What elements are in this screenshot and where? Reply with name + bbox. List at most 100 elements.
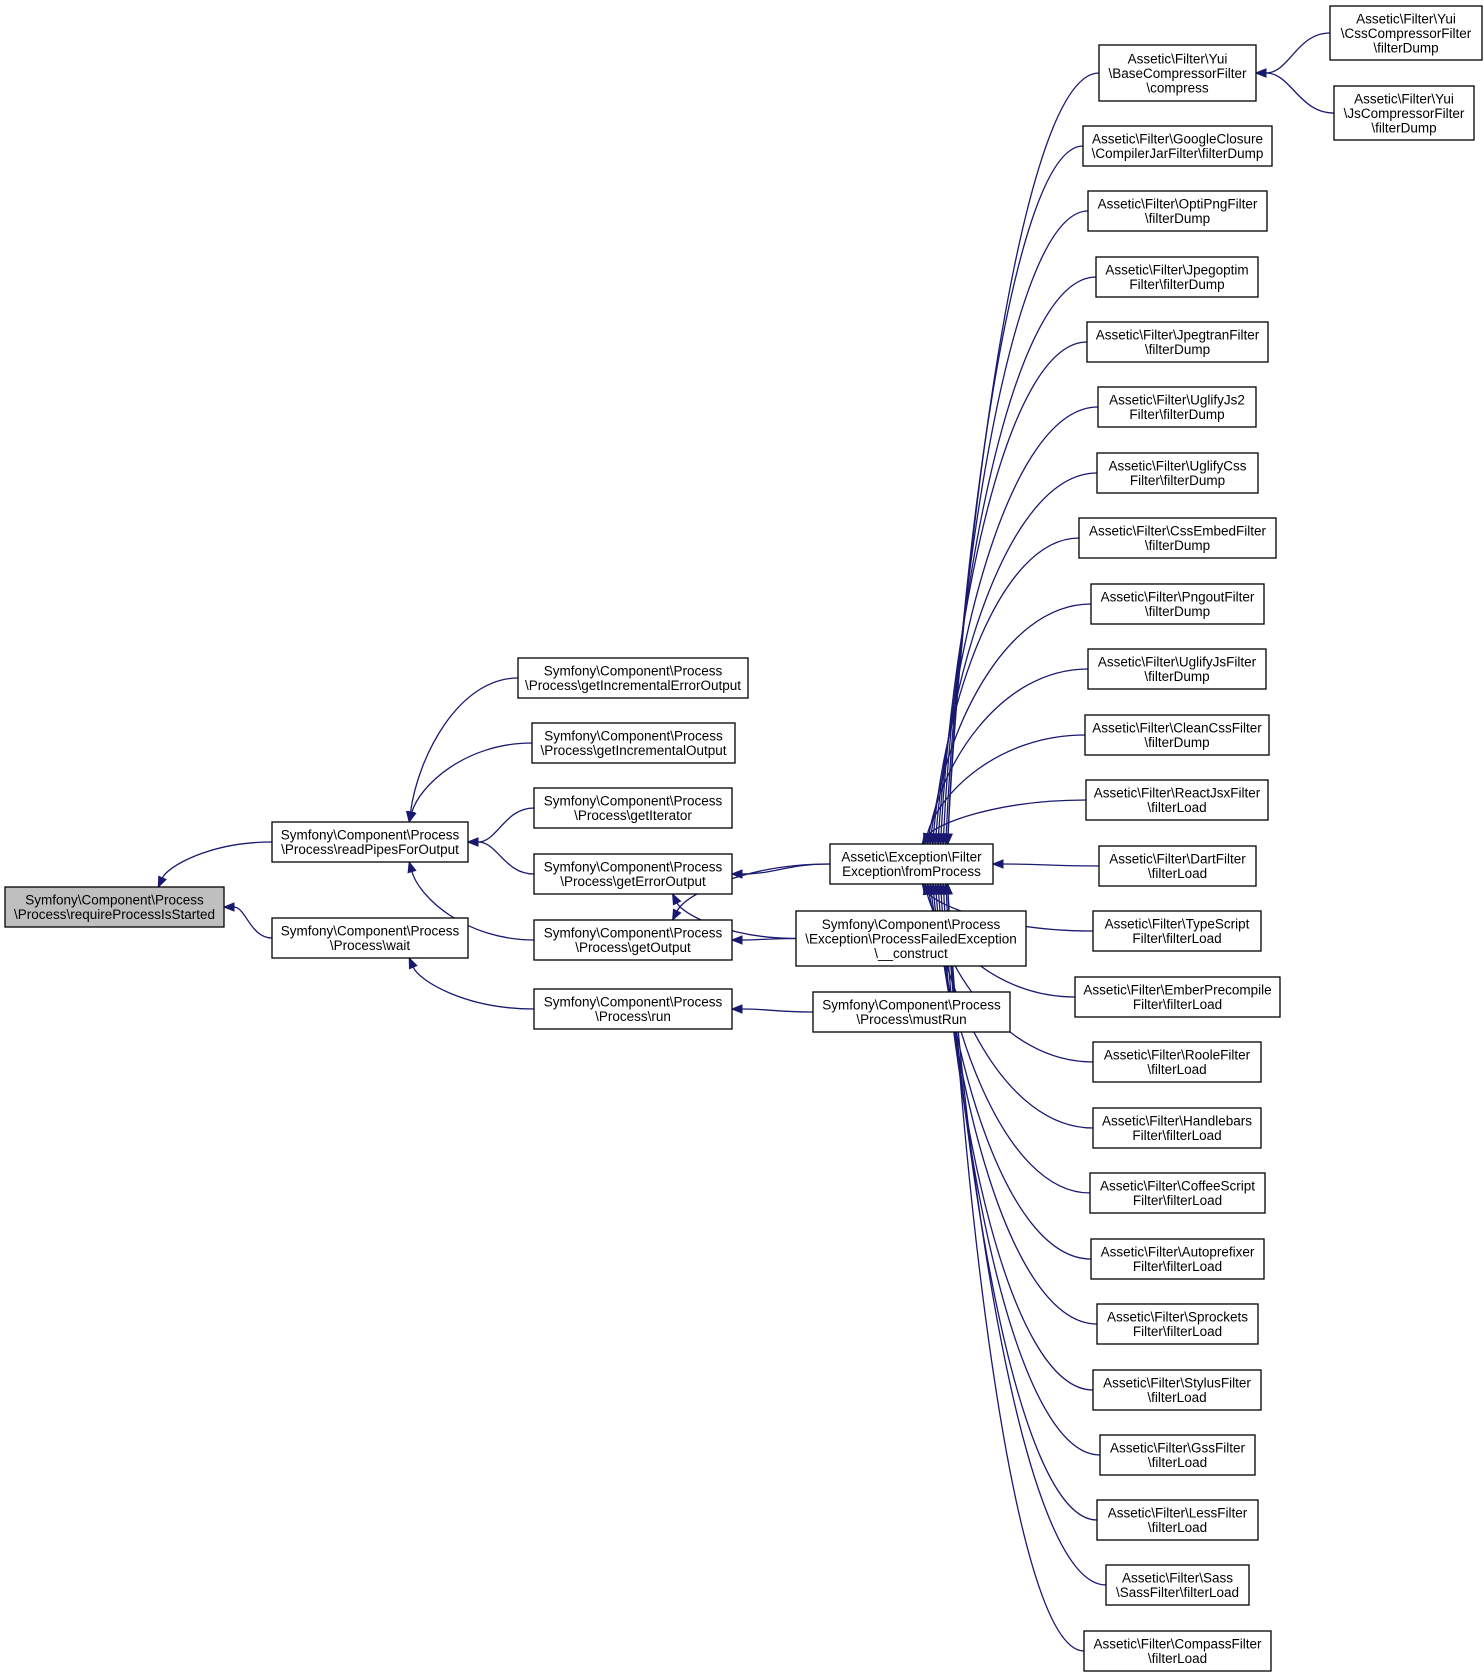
node-label: \__construct xyxy=(874,946,948,961)
node-label: \filterLoad xyxy=(1148,866,1207,881)
node-box xyxy=(1087,190,1268,232)
node-box xyxy=(1098,44,1257,102)
node-label: \Process\mustRun xyxy=(856,1012,966,1027)
node-box xyxy=(1333,85,1475,141)
node-label: \Process\getIterator xyxy=(574,808,692,823)
node-label: Assetic\Filter\Yui xyxy=(1356,11,1456,26)
edge-arrowhead xyxy=(408,956,418,970)
node-roole[interactable]: Assetic\Filter\RooleFilter\filterLoad xyxy=(1092,1041,1262,1083)
node-readPipesForOutput[interactable]: Symfony\Component\Process\Process\readPi… xyxy=(271,821,469,863)
node-box xyxy=(1090,1238,1265,1280)
node-coffeeScript[interactable]: Assetic\Filter\CoffeeScriptFilter\filter… xyxy=(1089,1172,1266,1214)
node-label: Assetic\Filter\CleanCssFilter xyxy=(1092,721,1262,736)
edge-arrowhead xyxy=(921,832,932,846)
node-googleClosure[interactable]: Assetic\Filter\GoogleClosure\CompilerJar… xyxy=(1082,125,1273,167)
node-label: Assetic\Filter\CompassFilter xyxy=(1093,1637,1262,1652)
node-mustRun[interactable]: Symfony\Component\Process\Process\mustRu… xyxy=(812,991,1011,1033)
node-label: Filter\filterLoad xyxy=(1133,1193,1222,1208)
node-label: Assetic\Filter\GoogleClosure xyxy=(1092,132,1263,147)
node-baseCompress[interactable]: Assetic\Filter\Yui\BaseCompressorFilter\… xyxy=(1098,44,1257,102)
node-getOutput[interactable]: Symfony\Component\Process\Process\getOut… xyxy=(533,919,733,961)
node-box xyxy=(795,910,1027,967)
edge-getOutput-to-readPipesForOutput xyxy=(411,871,535,941)
node-fromProcess[interactable]: Assetic\Exception\FilterException\fromPr… xyxy=(829,843,994,885)
node-label: Assetic\Filter\CssEmbedFilter xyxy=(1089,524,1267,539)
node-label: \filterDump xyxy=(1145,211,1210,226)
edge-readPipesForOutput-to-requireProcessIsStarted xyxy=(161,841,273,879)
node-requireProcessIsStarted[interactable]: Symfony\Component\Process\Process\requir… xyxy=(4,886,225,928)
node-label: Assetic\Exception\Filter xyxy=(841,850,982,865)
edge-googleClosure-to-fromProcess xyxy=(947,145,1084,835)
node-uglifyJs[interactable]: Assetic\Filter\UglifyJsFilter\filterDump xyxy=(1087,648,1267,690)
node-sass[interactable]: Assetic\Filter\Sass\SassFilter\filterLoa… xyxy=(1105,1564,1250,1606)
node-label: \compress xyxy=(1146,80,1209,95)
node-label: Symfony\Component\Process xyxy=(544,729,723,744)
edge-jpegoptim-to-fromProcess xyxy=(942,276,1097,835)
node-box xyxy=(1098,845,1257,887)
edge-arrowhead xyxy=(1254,68,1267,78)
edge-dart-to-fromProcess xyxy=(1002,863,1100,867)
node-cleanCss[interactable]: Assetic\Filter\CleanCssFilter\filterDump xyxy=(1084,714,1270,756)
edge-arrowhead xyxy=(671,908,682,922)
node-label: Filter\filterLoad xyxy=(1132,931,1221,946)
node-sprockets[interactable]: Assetic\Filter\SprocketsFilter\filterLoa… xyxy=(1096,1303,1259,1345)
node-box xyxy=(1078,517,1277,559)
node-run[interactable]: Symfony\Component\Process\Process\run xyxy=(533,988,733,1030)
node-label: \BaseCompressorFilter xyxy=(1108,66,1247,81)
edge-reactJsx-to-fromProcess xyxy=(927,799,1087,837)
node-box xyxy=(4,886,225,928)
edge-cleanCss-to-fromProcess xyxy=(926,734,1086,835)
node-emberPrecompile[interactable]: Assetic\Filter\EmberPrecompileFilter\fil… xyxy=(1074,976,1281,1018)
node-jpegtran[interactable]: Assetic\Filter\JpegtranFilter\filterDump xyxy=(1086,321,1269,363)
node-less[interactable]: Assetic\Filter\LessFilter\filterLoad xyxy=(1096,1499,1259,1541)
node-gss[interactable]: Assetic\Filter\GssFilter\filterLoad xyxy=(1099,1434,1256,1476)
node-box xyxy=(533,988,733,1030)
node-stylus[interactable]: Assetic\Filter\StylusFilter\filterLoad xyxy=(1092,1369,1262,1411)
edge-wait-to-requireProcessIsStarted xyxy=(233,906,273,939)
node-box xyxy=(1092,1369,1262,1411)
edge-getIncrementalOutput-to-readPipesForOutput xyxy=(411,742,533,813)
node-box xyxy=(1085,779,1269,821)
edge-uglifyCss-to-fromProcess xyxy=(935,472,1098,835)
node-optiPng[interactable]: Assetic\Filter\OptiPngFilter\filterDump xyxy=(1087,190,1268,232)
node-getIterator[interactable]: Symfony\Component\Process\Process\getIte… xyxy=(533,787,733,829)
node-label: Symfony\Component\Process xyxy=(544,926,723,941)
edge-arrowhead xyxy=(407,860,417,874)
node-dart[interactable]: Assetic\Filter\DartFilter\filterLoad xyxy=(1098,845,1257,887)
node-cssCompressor[interactable]: Assetic\Filter\Yui\CssCompressorFilter\f… xyxy=(1329,5,1483,61)
node-reactJsx[interactable]: Assetic\Filter\ReactJsxFilter\filterLoad xyxy=(1085,779,1269,821)
node-jsCompressor[interactable]: Assetic\Filter\Yui\JsCompressorFilter\fi… xyxy=(1333,85,1475,141)
node-handlebars[interactable]: Assetic\Filter\HandlebarsFilter\filterLo… xyxy=(1092,1107,1262,1149)
node-box xyxy=(271,821,469,863)
node-box xyxy=(829,843,994,885)
node-pfeConstruct[interactable]: Symfony\Component\Process\Exception\Proc… xyxy=(795,910,1027,967)
node-cssEmbed[interactable]: Assetic\Filter\CssEmbedFilter\filterDump xyxy=(1078,517,1277,559)
edge-jpegtran-to-fromProcess xyxy=(940,341,1088,835)
node-label: \filterDump xyxy=(1145,342,1210,357)
node-box xyxy=(533,919,733,961)
node-typeScript[interactable]: Assetic\Filter\TypeScriptFilter\filterLo… xyxy=(1092,910,1262,952)
edge-sprockets-to-fromProcess xyxy=(938,893,1098,1325)
node-compass[interactable]: Assetic\Filter\CompassFilter\filterLoad xyxy=(1083,1630,1272,1672)
node-getIncrementalOutput[interactable]: Symfony\Component\Process\Process\getInc… xyxy=(531,722,736,764)
node-label: Symfony\Component\Process xyxy=(281,924,460,939)
node-label: \filterDump xyxy=(1144,735,1209,750)
node-label: Assetic\Filter\Sass xyxy=(1122,1571,1233,1586)
node-box xyxy=(1074,976,1281,1018)
node-jpegoptim[interactable]: Assetic\Filter\JpegoptimFilter\filterDum… xyxy=(1095,256,1259,298)
node-pngout[interactable]: Assetic\Filter\PngoutFilter\filterDump xyxy=(1090,583,1265,625)
node-label: \JsCompressorFilter xyxy=(1344,106,1465,121)
node-box xyxy=(1084,714,1270,756)
node-uglifyJs2[interactable]: Assetic\Filter\UglifyJs2Filter\filterDum… xyxy=(1097,386,1257,428)
node-getIncrementalErrorOutput[interactable]: Symfony\Component\Process\Process\getInc… xyxy=(517,657,749,699)
node-label: Filter\filterDump xyxy=(1129,277,1224,292)
node-getErrorOutput[interactable]: Symfony\Component\Process\Process\getErr… xyxy=(533,853,733,895)
node-wait[interactable]: Symfony\Component\Process\Process\wait xyxy=(271,917,469,959)
edge-optiPng-to-fromProcess xyxy=(945,210,1089,835)
node-label: Assetic\Filter\Handlebars xyxy=(1102,1114,1252,1129)
node-autoprefixer[interactable]: Assetic\Filter\AutoprefixerFilter\filter… xyxy=(1090,1238,1265,1280)
node-label: Assetic\Filter\StylusFilter xyxy=(1103,1376,1251,1391)
node-box xyxy=(1086,321,1269,363)
node-label: Symfony\Component\Process xyxy=(281,828,460,843)
node-uglifyCss[interactable]: Assetic\Filter\UglifyCssFilter\filterDum… xyxy=(1096,452,1259,494)
